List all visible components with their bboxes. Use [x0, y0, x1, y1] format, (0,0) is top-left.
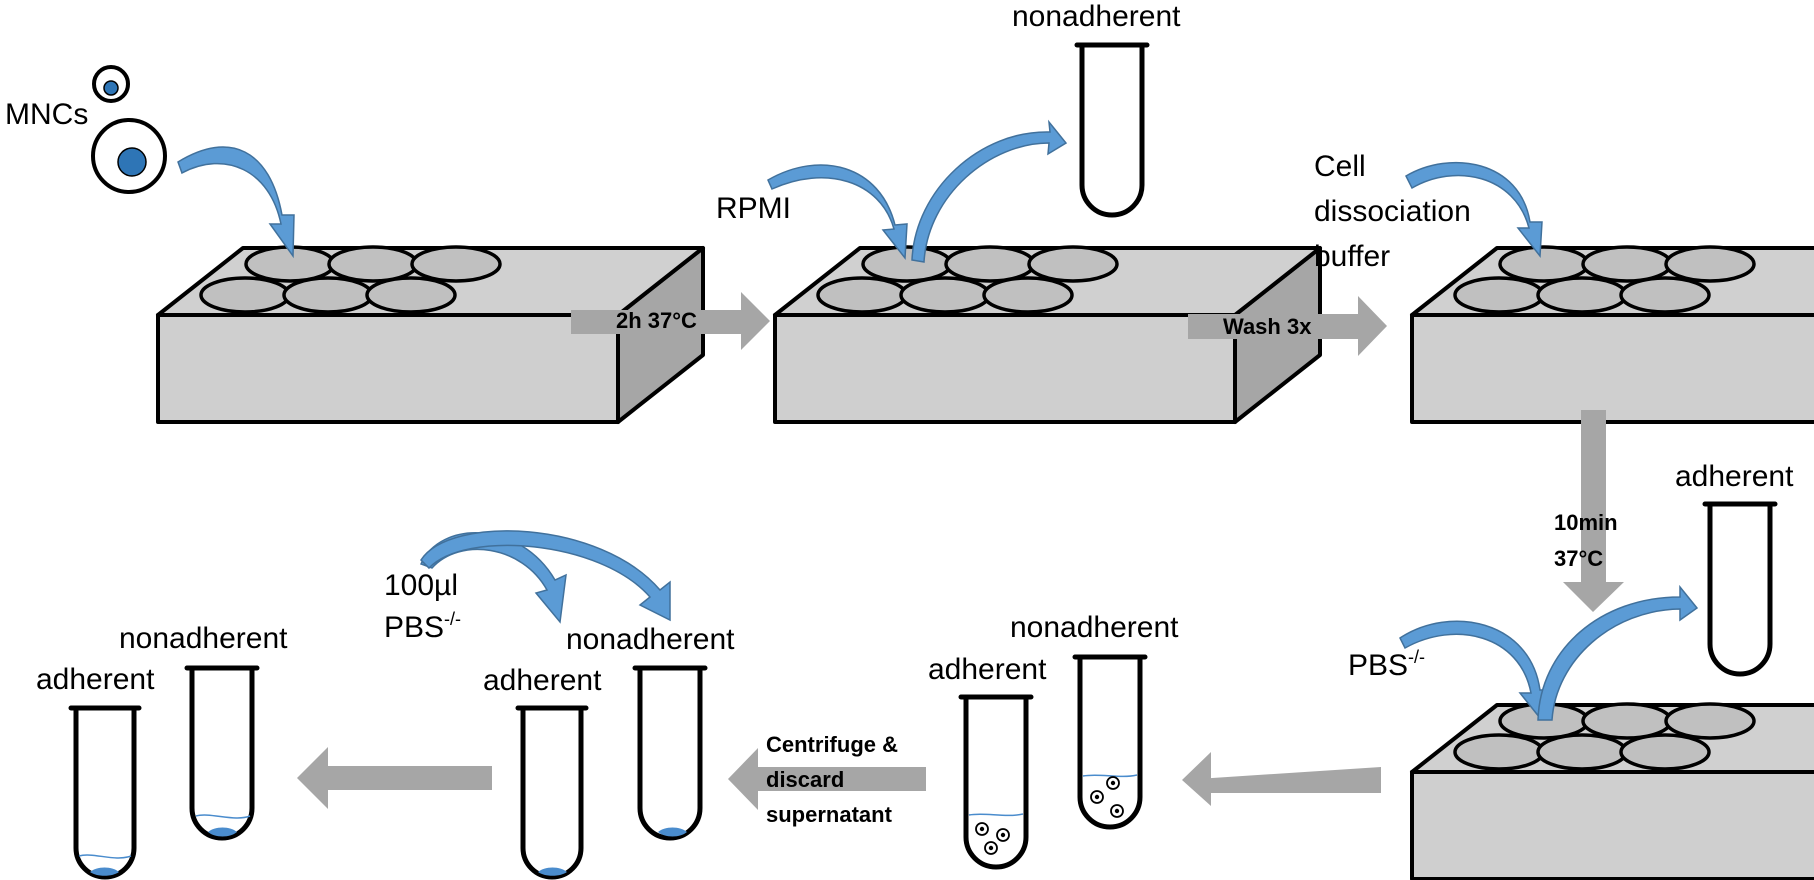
process-arrow-collect-icon	[1182, 752, 1381, 806]
step-incubation-label: 2h 37°C	[616, 308, 697, 333]
cell-dissociation-label-3: buffer	[1314, 240, 1390, 273]
transfer-arrow-mncs-icon	[177, 146, 295, 259]
transfer-arrow-pbs-1-icon	[1399, 620, 1554, 720]
tube-adherent-1	[1705, 504, 1775, 674]
mncs-label: MNCs	[5, 98, 88, 131]
pbs-volume-label: 100µl	[384, 569, 458, 602]
transfer-arrow-nonadherent-icon	[911, 119, 1068, 263]
pbs-label-1-text: PBS	[1348, 649, 1408, 682]
step-centrifuge-label-2: discard	[766, 767, 844, 792]
nonadherent-label-4: nonadherent	[119, 622, 288, 655]
adherent-label-1: adherent	[1675, 460, 1794, 493]
step-centrifuge-label-3: supernatant	[766, 802, 893, 827]
process-arrow-centrifuge-icon	[728, 748, 926, 810]
tube-nonadherent-1	[1077, 45, 1147, 215]
culture-plate-4	[1410, 702, 1814, 880]
process-arrow-dissociation-icon	[1563, 410, 1624, 612]
nonadherent-label-1: nonadherent	[1012, 0, 1181, 33]
step-dissociation-time-label-1: 10min	[1554, 510, 1618, 535]
pbs-label-2-text: PBS	[384, 611, 444, 644]
pbs-label-2: PBS-/-	[384, 609, 461, 644]
process-arrow-final-icon	[297, 747, 492, 809]
process-arrow-incubation-icon	[571, 292, 770, 350]
nonadherent-label-2: nonadherent	[1010, 611, 1179, 644]
culture-plate-1	[156, 245, 705, 424]
nonadherent-label-3: nonadherent	[566, 623, 735, 656]
cells-nonadherent-2-icon	[1090, 776, 1124, 818]
transfer-arrow-pbs-volume-1-icon	[419, 532, 567, 624]
adherent-label-4: adherent	[36, 663, 155, 696]
tube-adherent-3	[518, 708, 586, 877]
tube-adherent-4	[71, 708, 139, 877]
cells-adherent-2-icon	[975, 822, 1010, 855]
transfer-arrow-rpmi-icon	[767, 164, 908, 261]
adherent-label-2: adherent	[928, 653, 1047, 686]
cell-dissociation-label-1: Cell	[1314, 150, 1366, 183]
mnc-cells-icon	[91, 65, 167, 194]
pbs-label-1-superscript: -/-	[1408, 647, 1425, 667]
step-dissociation-time-label-2: 37°C	[1554, 546, 1603, 571]
process-arrow-wash-icon	[1188, 296, 1387, 356]
tube-nonadherent-3	[635, 668, 705, 838]
tube-nonadherent-4	[187, 668, 257, 838]
rpmi-label: RPMI	[716, 192, 791, 225]
adherent-label-3: adherent	[483, 664, 602, 697]
tube-adherent-2	[961, 697, 1031, 867]
cell-dissociation-label-2: dissociation	[1314, 195, 1471, 228]
tube-nonadherent-2	[1075, 657, 1145, 827]
pbs-label-2-superscript: -/-	[444, 609, 461, 629]
transfer-arrow-dissociation-icon	[1405, 161, 1543, 259]
culture-plate-3	[1410, 245, 1814, 424]
transfer-arrow-pbs-volume-2-icon	[420, 530, 671, 622]
pbs-label-1: PBS-/-	[1348, 647, 1425, 682]
step-centrifuge-label-1: Centrifuge &	[766, 732, 898, 757]
step-wash-label: Wash 3x	[1223, 314, 1312, 339]
transfer-arrow-adherent-icon	[1537, 584, 1699, 721]
